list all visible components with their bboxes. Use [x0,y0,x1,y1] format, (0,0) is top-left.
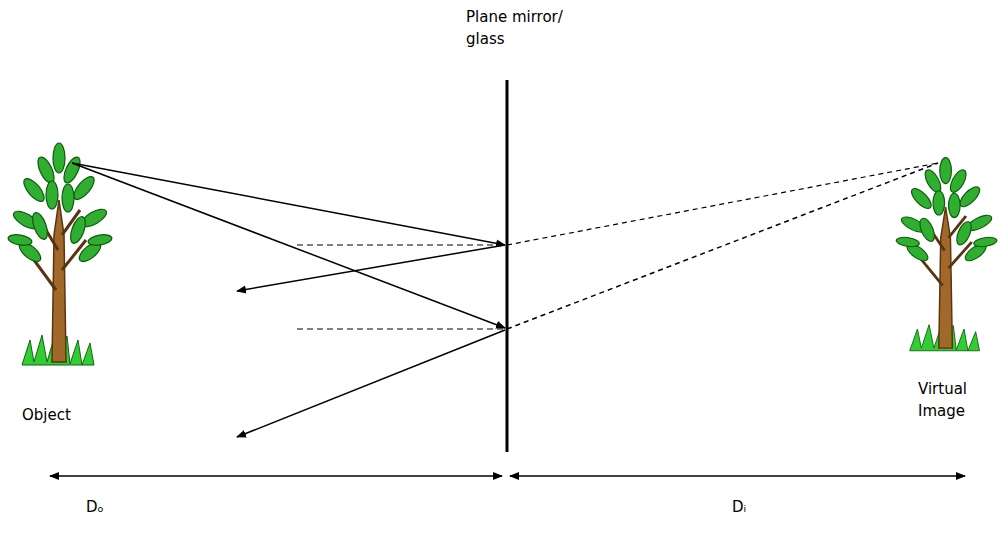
mirror-label: Plane mirror/ glass [466,6,586,50]
image-label: Virtual Image [918,378,988,422]
object-distance: Dₒ [86,496,126,518]
object-label: Object [22,404,112,426]
image-distance: Dᵢ [732,496,772,518]
